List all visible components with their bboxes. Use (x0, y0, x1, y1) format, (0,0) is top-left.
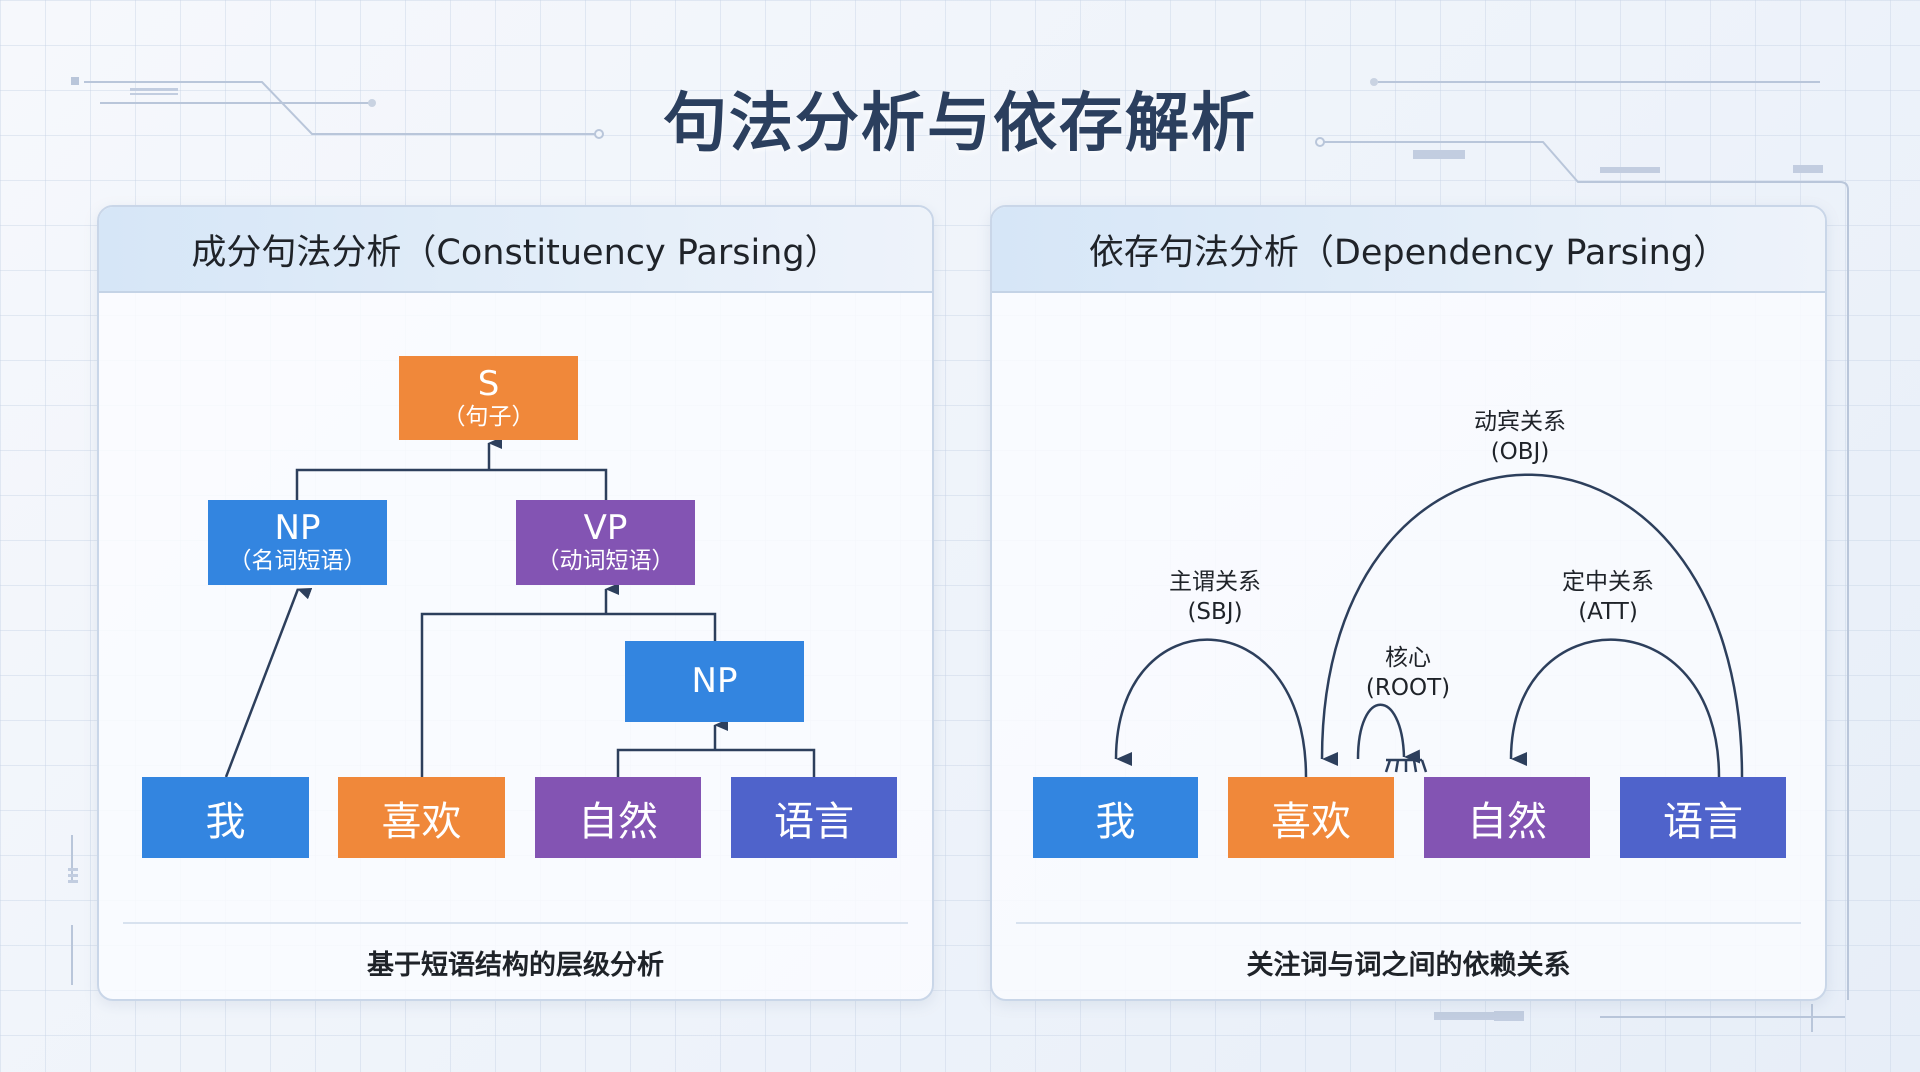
dep-word-ziran: 自然 (1424, 777, 1590, 858)
relation-label-root: 核心 (ROOT) (1366, 643, 1450, 703)
node-s-sentence: S （句子） (399, 356, 578, 440)
edge-wo-to-np (224, 588, 313, 778)
node-s-label: S (477, 363, 500, 404)
relation-label-sbj: 主谓关系 (SBJ) (1169, 567, 1261, 627)
relation-label-att: 定中关系 (ATT) (1562, 567, 1654, 627)
constituency-caption: 基于短语结构的层级分析 (367, 950, 664, 981)
dep-word-xihuan: 喜欢 (1228, 777, 1394, 858)
node-vp-label: VP (583, 508, 628, 549)
dependency-panel: 依存句法分析（Dependency Parsing） 动宾关系 (OBJ) 主谓… (990, 205, 1827, 1001)
dep-word-xihuan-label: 喜欢 (1271, 798, 1351, 845)
node-np-inner: NP (625, 641, 804, 722)
word-wo-label: 我 (205, 798, 246, 845)
constituency-tree-edges (224, 437, 816, 778)
arc-root (1356, 703, 1421, 764)
relation-obj-tag: (OBJ) (1490, 439, 1550, 465)
relation-att-tag: (ATT) (1578, 599, 1638, 625)
relation-root-name: 核心 (1385, 645, 1431, 671)
constituency-panel: 成分句法分析（Constituency Parsing） S （句子） NP （… (97, 205, 934, 1001)
arc-att (1509, 638, 1721, 778)
node-vp-verb-phrase: VP （动词短语） (516, 500, 695, 585)
word-ziran: 自然 (535, 777, 701, 858)
dependency-panel-title: 依存句法分析（Dependency Parsing） (1088, 232, 1729, 273)
arc-obj (1320, 473, 1744, 778)
dependency-panel-footer: 关注词与词之间的依赖关系 (1016, 922, 1801, 999)
constituency-panel-footer: 基于短语结构的层级分析 (123, 922, 908, 999)
arc-sbj (1114, 638, 1308, 778)
constituency-panel-header: 成分句法分析（Constituency Parsing） (99, 207, 932, 293)
page-title: 句法分析与依存解析 (663, 87, 1257, 161)
dependency-panel-header: 依存句法分析（Dependency Parsing） (992, 207, 1825, 293)
node-np-label: NP (274, 508, 321, 549)
relation-sbj-tag: (SBJ) (1187, 599, 1243, 625)
root-ground-symbol (1384, 758, 1428, 773)
relation-root-tag: (ROOT) (1365, 675, 1451, 701)
dep-word-ziran-label: 自然 (1467, 798, 1547, 845)
word-ziran-label: 自然 (578, 798, 658, 845)
word-yuyan-label: 语言 (774, 798, 854, 845)
word-xihuan: 喜欢 (338, 777, 505, 858)
node-np-inner-label: NP (691, 660, 738, 701)
edge-ziran-yuyan-to-np2 (616, 748, 816, 777)
relation-sbj-name: 主谓关系 (1169, 569, 1261, 595)
node-np-sub: （名词短语） (228, 548, 367, 575)
relation-att-name: 定中关系 (1562, 569, 1654, 595)
relation-obj-name: 动宾关系 (1474, 409, 1566, 435)
word-yuyan: 语言 (731, 777, 897, 858)
edge-xihuan-np2-to-vp (420, 612, 717, 777)
edge-np-vp-to-s (295, 468, 608, 500)
constituency-panel-title: 成分句法分析（Constituency Parsing） (191, 232, 840, 273)
dep-word-yuyan-label: 语言 (1663, 798, 1743, 845)
dep-word-yuyan: 语言 (1620, 777, 1786, 858)
word-xihuan-label: 喜欢 (381, 798, 462, 845)
dependency-caption: 关注词与词之间的依赖关系 (1246, 950, 1571, 981)
dep-word-wo-label: 我 (1095, 798, 1136, 845)
node-vp-sub: （动词短语） (536, 548, 675, 575)
node-np-noun-phrase: NP （名词短语） (208, 500, 387, 585)
dep-word-wo: 我 (1033, 777, 1198, 858)
relation-label-obj: 动宾关系 (OBJ) (1474, 407, 1566, 467)
node-s-sub: （句子） (442, 403, 535, 430)
dependency-arcs (1114, 473, 1744, 778)
word-wo: 我 (142, 777, 309, 858)
